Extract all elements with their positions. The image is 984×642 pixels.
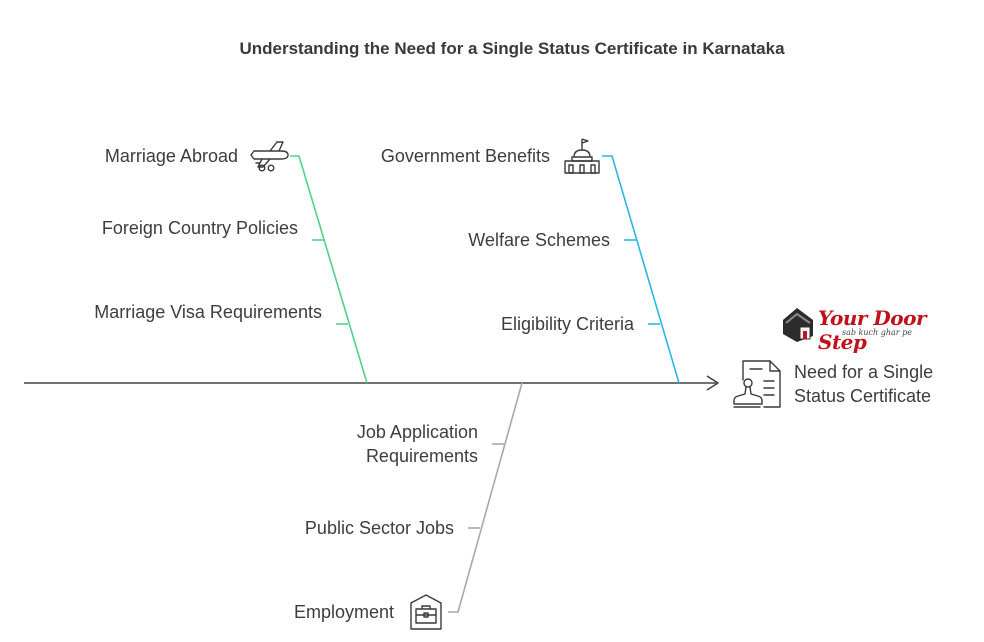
cause-employment: Employment [293, 602, 394, 622]
logo-text: Your Door Step [818, 306, 926, 354]
cause-foreign-country-policies: Foreign Country Policies [101, 218, 298, 238]
cause-welfare-schemes: Welfare Schemes [468, 230, 610, 250]
branch-employment-line [448, 382, 523, 613]
brand-logo: Your Door Step sab kuch ghar pe [780, 306, 942, 354]
effect-head-label: Need for a Single Status Certificate [794, 362, 934, 406]
cause-marriage-abroad: Marriage Abroad [104, 146, 238, 166]
certificate-icon [733, 360, 781, 408]
cause-eligibility-criteria: Eligibility Criteria [500, 314, 634, 334]
logo-tagline: sab kuch ghar pe [842, 328, 912, 337]
branch-government-line [602, 155, 680, 384]
cause-job-application-requirements: Job Application Requirements [356, 422, 478, 466]
spine-arrowhead [706, 375, 719, 391]
building-icon [564, 138, 600, 174]
airplane-icon [250, 141, 289, 172]
cause-public-sector-jobs: Public Sector Jobs [304, 518, 454, 538]
cause-marriage-visa-requirements: Marriage Visa Requirements [94, 302, 322, 322]
logo-house-icon [783, 308, 813, 342]
briefcase-icon [410, 594, 442, 630]
diagram-title: Understanding the Need for a Single Stat… [239, 39, 785, 58]
branch-marriage-line [290, 155, 368, 384]
cause-government-benefits: Government Benefits [380, 146, 550, 166]
